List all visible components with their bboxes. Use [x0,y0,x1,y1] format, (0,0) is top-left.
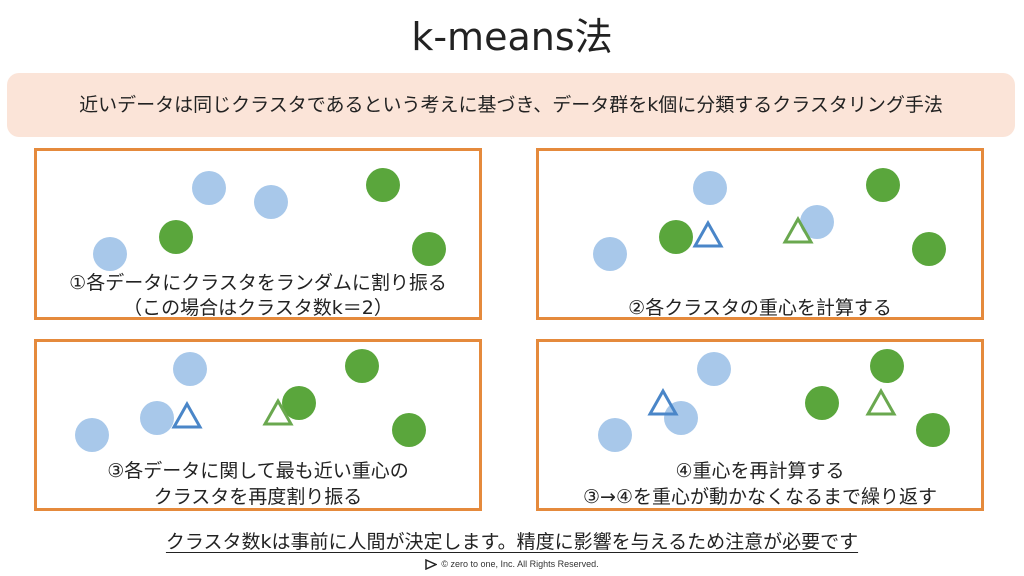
data-point-green [916,413,950,447]
data-point-blue [140,401,174,435]
step-2-diagram [593,168,946,271]
step-3-caption-line2: クラスタを再度割り振る [153,486,363,508]
data-point-blue [93,237,127,271]
data-point-blue [173,352,207,386]
centroid-blue-triangle [171,400,203,429]
data-point-blue [593,237,627,271]
step-1-caption-line1: ①各データにクラスタをランダムに割り振る [69,272,447,294]
copyright: © zero to one, Inc. All Rights Reserved. [0,557,1024,571]
step-3-diagram [75,349,426,452]
data-point-green [870,349,904,383]
step-4-diagram [598,349,950,452]
step-1-panel: ①各データにクラスタをランダムに割り振る （この場合はクラスタ数k＝2） [34,148,482,320]
data-point-green [412,232,446,266]
play-logo-icon [425,559,438,571]
data-point-green [159,220,193,254]
step-4-panel: ④重心を再計算する ③→④を重心が動かなくなるまで繰り返す [536,339,984,511]
copyright-text: © zero to one, Inc. All Rights Reserved. [441,559,599,569]
centroid-blue-triangle [647,387,679,416]
centroid-green-triangle [782,215,814,244]
step-4-caption-line1: ④重心を再計算する [675,460,845,482]
step-1-diagram [93,168,446,271]
footer-note-text: クラスタ数kは事前に人間が決定します。精度に影響を与えるため注意が必要です [165,531,859,553]
data-point-blue [693,171,727,205]
data-point-blue [664,401,698,435]
step-2-panel: ②各クラスタの重心を計算する [536,148,984,320]
data-point-blue [800,205,834,239]
centroid-green-triangle [865,387,897,416]
data-point-green [912,232,946,266]
data-point-green [366,168,400,202]
data-point-blue [192,171,226,205]
data-point-blue [75,418,109,452]
data-point-green [392,413,426,447]
step-3-caption-line1: ③各データに関して最も近い重心の [107,460,409,482]
centroid-blue-triangle [692,219,724,248]
centroid-green-triangle [262,397,294,426]
step-3-panel: ③各データに関して最も近い重心の クラスタを再度割り振る [34,339,482,511]
step-2-caption: ②各クラスタの重心を計算する [628,297,892,319]
data-point-green [659,220,693,254]
step-4-caption-line2: ③→④を重心が動かなくなるまで繰り返す [583,486,937,508]
data-point-green [345,349,379,383]
data-point-blue [697,352,731,386]
footer-note: クラスタ数kは事前に人間が決定します。精度に影響を与えるため注意が必要です [0,529,1024,555]
data-point-blue [254,185,288,219]
definition-banner: 近いデータは同じクラスタであるという考えに基づき、データ群をk個に分類するクラス… [7,73,1015,137]
data-point-green [805,386,839,420]
data-point-green [866,168,900,202]
data-point-green [282,386,316,420]
data-point-blue [598,418,632,452]
step-1-caption-line2: （この場合はクラスタ数k＝2） [123,297,393,319]
page-title: k-means法 [411,15,613,59]
